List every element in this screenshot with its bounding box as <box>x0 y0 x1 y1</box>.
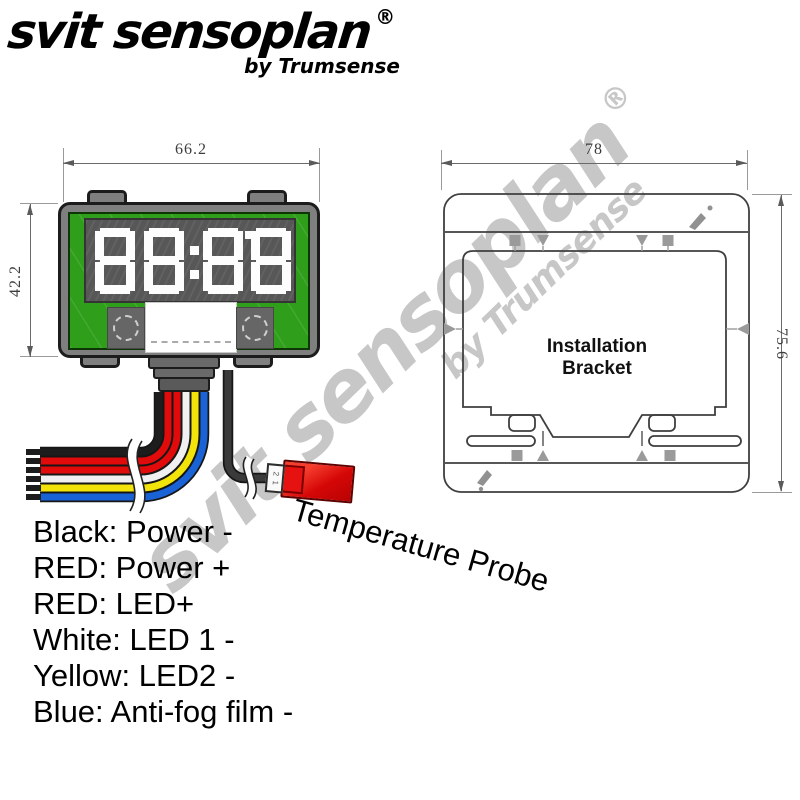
triangle-marker <box>537 235 549 246</box>
installation-bracket-drawing <box>443 193 750 493</box>
wire-label-yellow: Yellow: LED2 - <box>33 658 236 693</box>
bracket-height-dimension: 75.6 <box>773 328 790 360</box>
bracket-clip-tab <box>648 414 676 432</box>
square-marker <box>511 450 523 461</box>
probe-pin-block: 2 1 <box>264 463 286 494</box>
arrowhead-icon <box>778 481 784 492</box>
extension-line <box>747 150 748 190</box>
arrowhead-icon <box>778 195 784 206</box>
button-circle-outline <box>113 315 139 341</box>
extension-line <box>20 203 58 204</box>
colon-dot <box>190 246 199 255</box>
display-digit <box>251 228 291 294</box>
wire-label-red-led: RED: LED+ <box>33 586 195 621</box>
bracket-inner-outline <box>462 250 727 438</box>
triangle-marker <box>537 450 549 461</box>
wire-color-legend: Black: Power - RED: Power + RED: LED+ Wh… <box>33 514 293 730</box>
extension-line <box>20 356 58 357</box>
arrowhead-icon <box>27 204 33 215</box>
bracket-label-line1: Installation <box>546 336 648 357</box>
wire-red-led <box>40 392 181 474</box>
dimension-line-width <box>63 163 320 164</box>
wire-black <box>40 392 163 456</box>
square-marker <box>664 450 676 461</box>
module-height-dimension: 42.2 <box>7 265 24 297</box>
extension-line <box>63 148 64 202</box>
module-width-dimension: 66.2 <box>175 141 207 158</box>
screw-icon <box>477 470 492 486</box>
wire-label-white: White: LED 1 - <box>33 622 235 657</box>
touch-button-right <box>236 307 274 349</box>
probe-pin-number: 2 <box>271 471 281 477</box>
cable-break-symbol <box>126 437 146 515</box>
wire-colors <box>40 370 282 501</box>
bracket-outer-outline <box>443 193 750 493</box>
bracket-leaf-spring <box>648 435 742 447</box>
display-digit <box>95 228 135 294</box>
square-marker <box>662 235 674 246</box>
bracket-label: Installation Bracket <box>518 336 676 380</box>
bracket-leaf-spring <box>466 435 536 447</box>
wire-red-power <box>40 392 172 465</box>
extension-line <box>752 492 792 493</box>
wire-white <box>40 392 190 483</box>
wire-probe-black <box>224 370 282 482</box>
bracket-width-dimension: 78 <box>585 141 603 158</box>
arrowhead-icon <box>63 160 74 166</box>
logo-byline: by Trumsense <box>244 54 400 78</box>
button-circle-outline <box>242 315 268 341</box>
screw-icons <box>477 205 713 492</box>
bracket-label-line2: Bracket <box>562 358 632 379</box>
bracket-clip-tab <box>508 414 536 432</box>
arrowhead-icon <box>736 160 747 166</box>
marker-stems <box>456 246 737 330</box>
display-digit <box>144 228 184 294</box>
probe-pin-number: 1 <box>270 480 280 486</box>
wire-label-blue: Blue: Anti-fog film - <box>33 694 294 729</box>
triangle-marker <box>636 450 648 461</box>
square-marker <box>509 235 521 246</box>
extension-line <box>752 194 792 195</box>
triangle-marker-left <box>444 323 456 335</box>
logo-brand-text: svit sensoplan <box>5 4 374 60</box>
wire-label-red-power: RED: Power + <box>33 550 231 585</box>
cable-connector-step <box>158 377 210 392</box>
degree-indicator-dot <box>245 231 253 239</box>
logo-registered-mark: ® <box>375 5 396 29</box>
arrowhead-icon <box>441 160 452 166</box>
wire-blue <box>40 392 208 501</box>
alignment-markers <box>444 235 749 461</box>
display-digit <box>203 228 243 294</box>
label-window <box>145 302 237 353</box>
extension-line <box>319 148 320 202</box>
wire-label-black: Black: Power - <box>33 514 233 549</box>
screw-icon <box>689 213 706 230</box>
dashed-line <box>151 341 231 343</box>
wire-yellow <box>40 392 199 492</box>
dimension-line-height <box>30 204 31 357</box>
touch-button-left <box>107 307 145 349</box>
alignment-ticks <box>542 431 643 446</box>
colon-dot <box>190 270 199 279</box>
cable-break-symbol-probe <box>242 455 257 501</box>
brand-logo: svit sensoplan® by Trumsense <box>5 4 418 78</box>
dimension-line-bracket-width <box>441 163 747 164</box>
wire-pin-tips <box>26 449 41 500</box>
triangle-marker <box>636 235 648 246</box>
triangle-marker-right <box>737 323 749 335</box>
dimension-line-bracket-height <box>781 195 782 491</box>
extension-line <box>441 150 442 190</box>
arrowhead-icon <box>27 346 33 357</box>
arrowhead-icon <box>309 160 320 166</box>
